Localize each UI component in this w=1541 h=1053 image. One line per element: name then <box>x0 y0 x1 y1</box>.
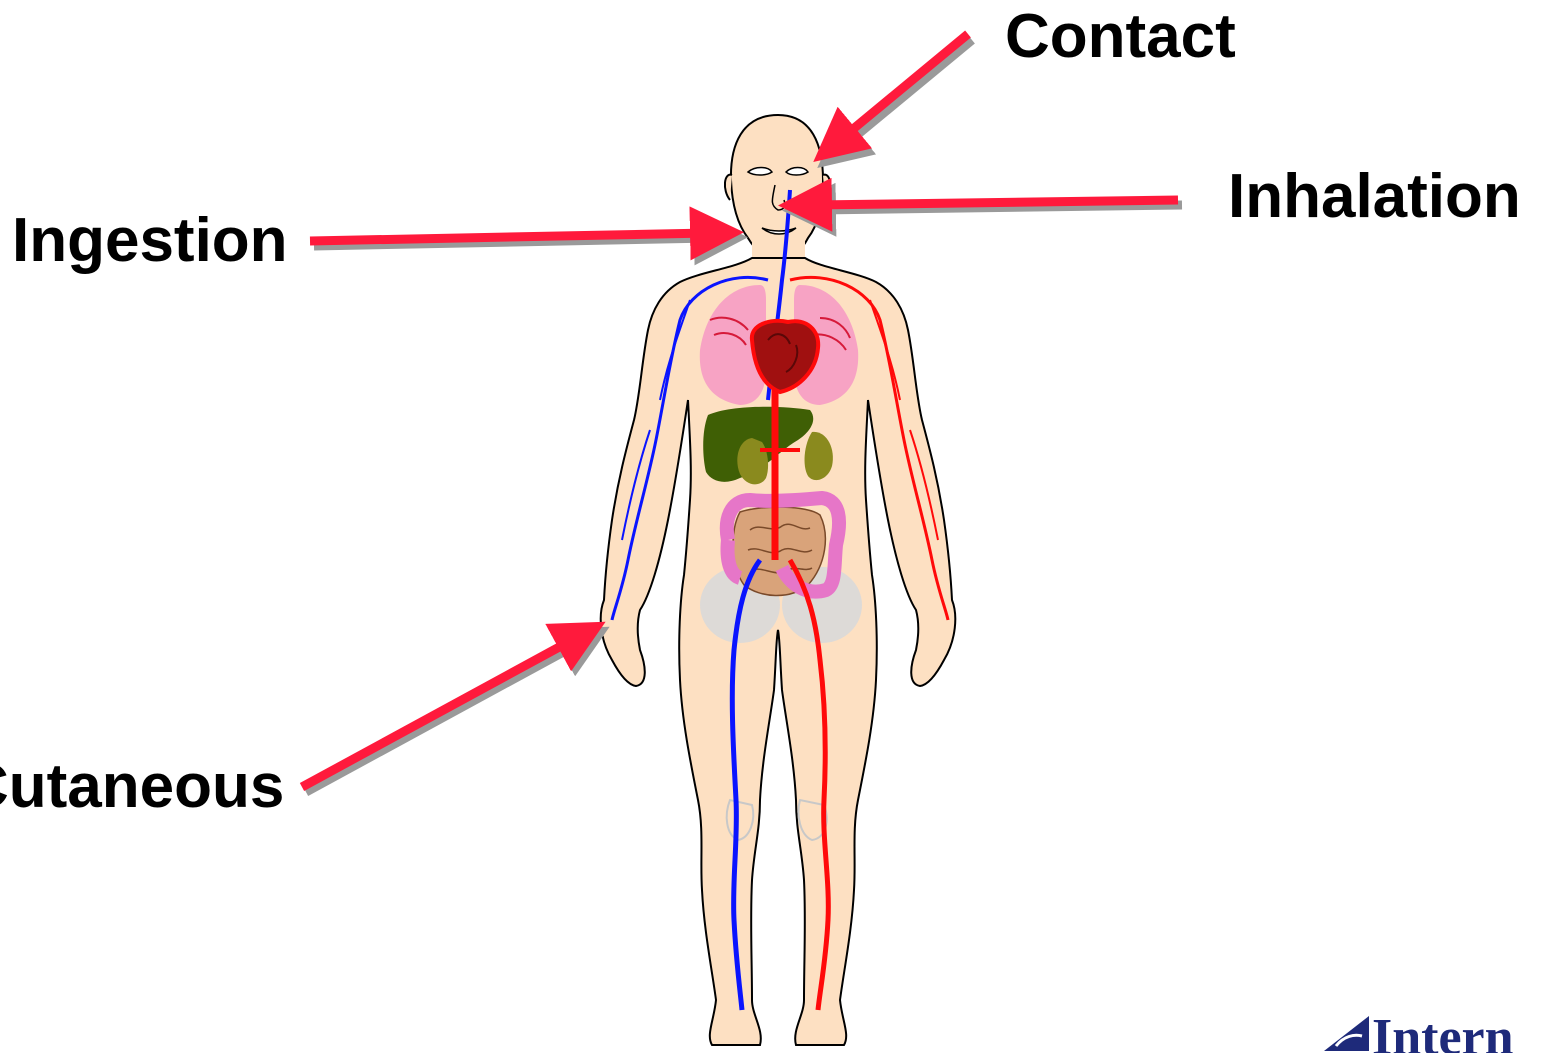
arrow-cutaneous <box>302 639 578 792</box>
arrow-contact <box>841 34 972 145</box>
inhalation-label: Inhalation <box>1228 166 1521 228</box>
arrow-inhalation <box>814 200 1182 210</box>
logo-text: Intern <box>1372 1012 1514 1053</box>
cutaneous-label: Cutaneous <box>0 756 284 818</box>
arrow-ingestion <box>310 233 712 246</box>
contact-label: Contact <box>1005 6 1236 68</box>
ingestion-label: Ingestion <box>12 210 288 272</box>
